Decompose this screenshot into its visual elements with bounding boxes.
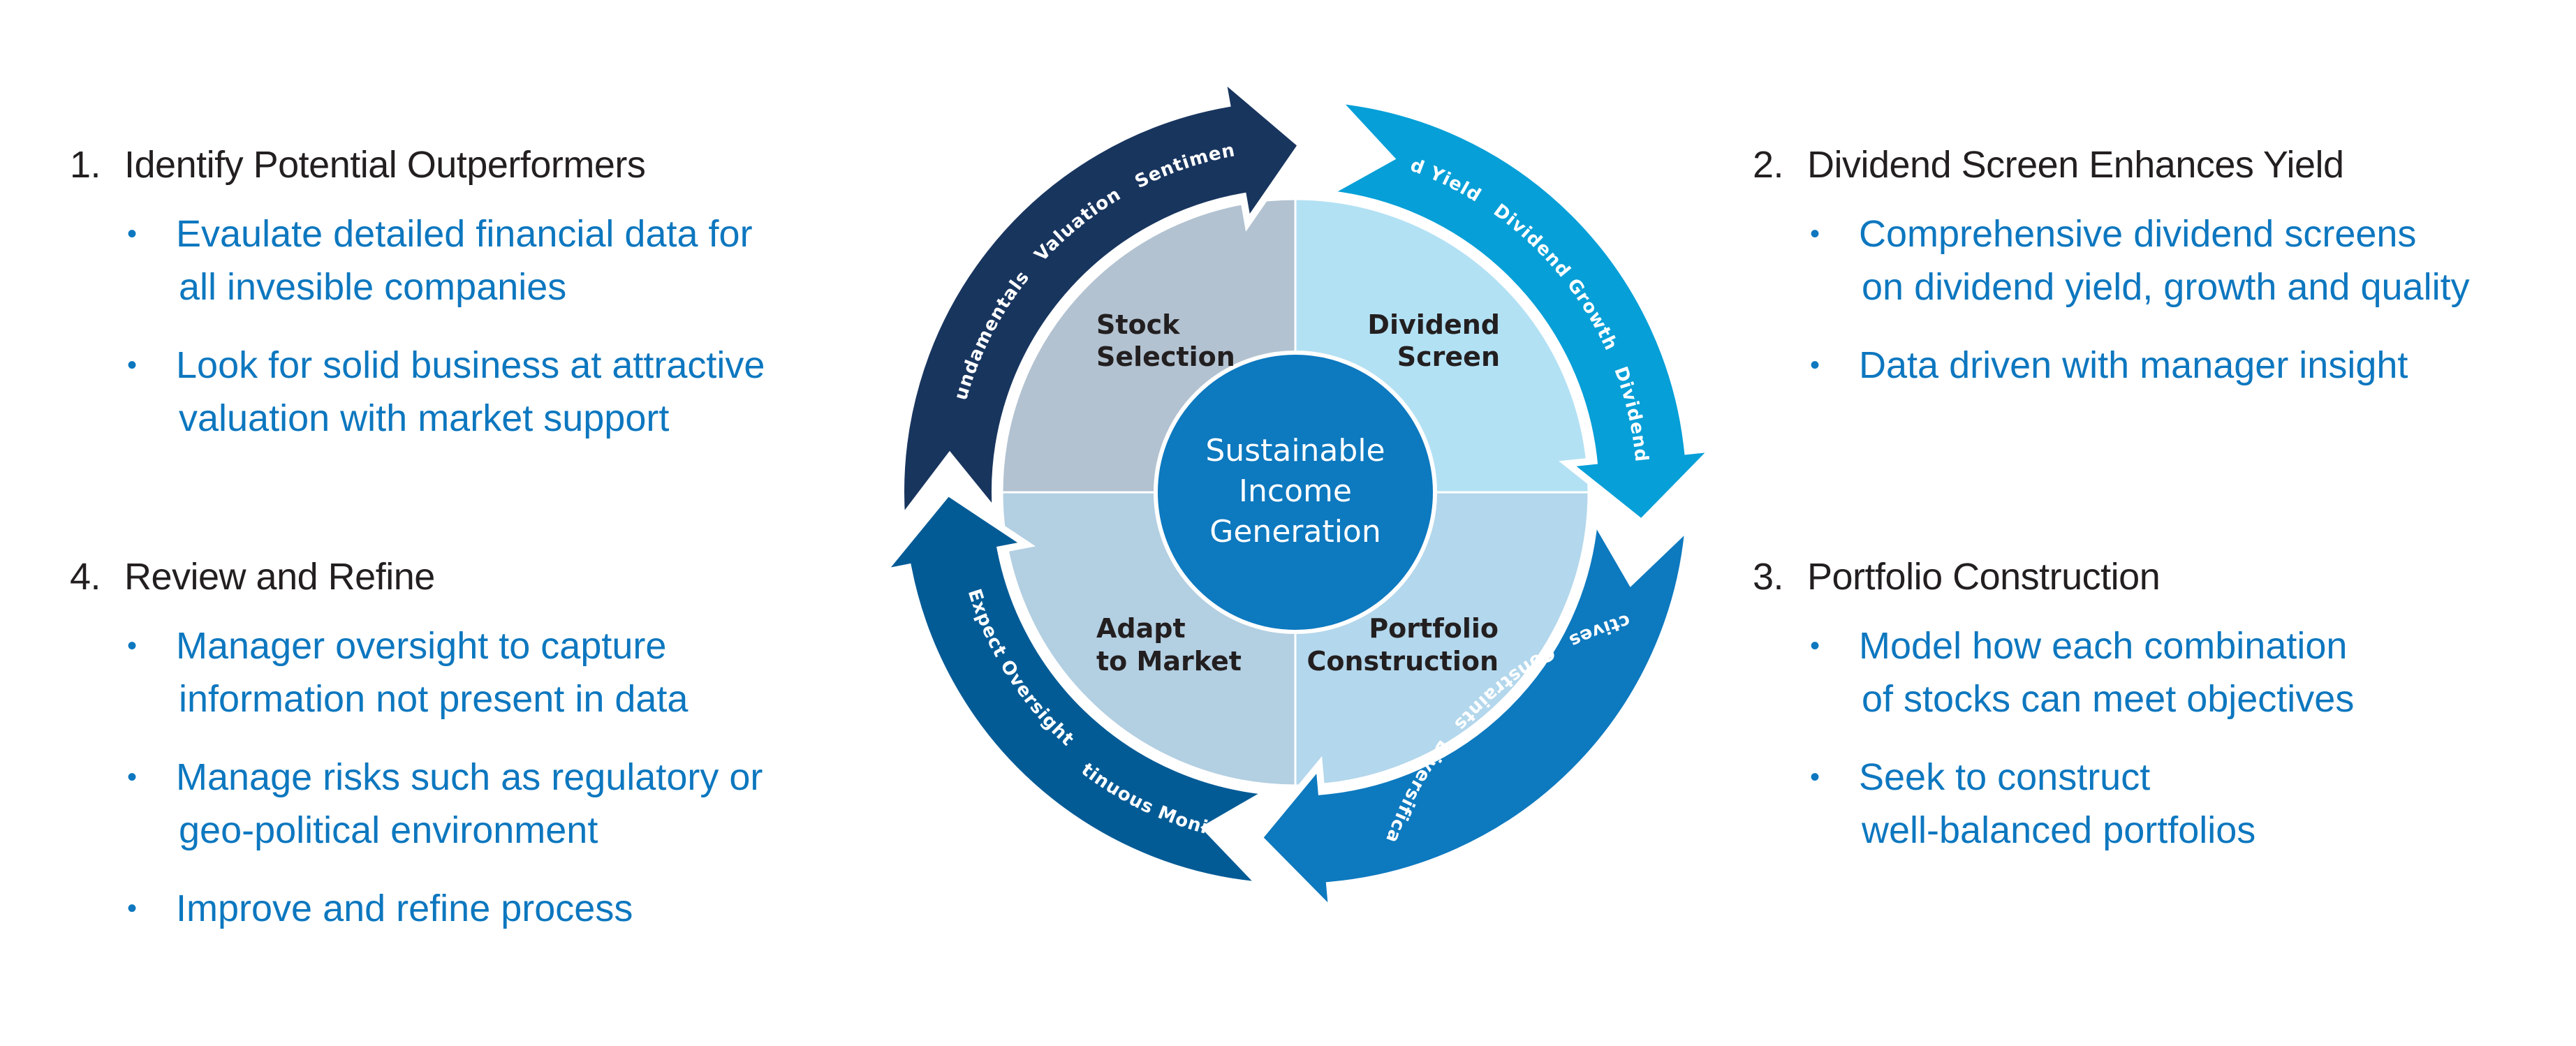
bullet-line: of stocks can meet objectives [1862, 678, 2355, 720]
step-2-title: 2. Dividend Screen Enhances Yield [1753, 143, 2470, 186]
bullet-line: Manager oversight to capture [176, 625, 667, 667]
bullet-line: Model how each combination [1859, 625, 2348, 667]
bullet-item: Seek to construct well-balanced portfolio… [1753, 751, 2354, 857]
quadrant-label-dividend-screen-line1: Dividend [1367, 309, 1500, 340]
bullet-line: Manage risks such as regulatory or [176, 756, 763, 798]
bullet-line: Evaulate detailed financial data for [176, 213, 753, 255]
step-1-bullets: Evaulate detailed financial data for all … [70, 207, 765, 445]
center-label-line1: Sustainable [1205, 433, 1385, 469]
bullet-item: Model how each combination of stocks can … [1753, 619, 2354, 725]
center-labels: Sustainable Income Generation [1205, 433, 1385, 550]
quadrant-label-adapt-line1: Adapt [1096, 613, 1186, 644]
step-number: 3. [1753, 556, 1784, 598]
quadrant-label-dividend-screen-line2: Screen [1397, 341, 1500, 372]
bullet-item: Data driven with manager insight [1753, 339, 2470, 392]
quadrant-label-adapt-line2: to Market [1096, 646, 1242, 677]
quadrant-labels: Stock Selection Dividend Screen Portfoli… [1096, 309, 1500, 677]
step-number: 1. [70, 144, 101, 186]
arrow-stock-selection [897, 68, 1307, 530]
bullet-line: all invesible companies [179, 266, 567, 308]
step-4-title: 4. Review and Refine [70, 555, 763, 598]
bullet-line: Seek to construct [1859, 756, 2151, 798]
step-3-title: 3. Portfolio Construction [1753, 555, 2354, 598]
step-number: 2. [1753, 144, 1784, 186]
arrow-dividend-screen [1315, 95, 1723, 528]
bullet-item: Manage risks such as regulatory or geo-po… [70, 751, 763, 857]
arrow-adapt-to-market [873, 487, 1281, 890]
step-4-panel: 4. Review and Refine Manager oversight to… [70, 555, 763, 935]
bullet-line: Comprehensive dividend screens [1859, 213, 2417, 255]
bullet-line: information not present in data [179, 678, 689, 720]
bullet-item: Comprehensive dividend screens on dividen… [1753, 207, 2470, 314]
bullet-line: Look for solid business at attractive [176, 344, 765, 386]
step-1-panel: 1. Identify Potential Outperformers Evaul… [70, 143, 765, 445]
step-2-panel: 2. Dividend Screen Enhances Yield Compreh… [1753, 143, 2470, 392]
bullet-line: valuation with market support [179, 397, 670, 439]
quadrant-label-stock-selection-line2: Selection [1096, 341, 1235, 372]
bullet-item: Manager oversight to capture information … [70, 619, 763, 725]
step-title-text: Identify Potential Outperformers [124, 144, 646, 186]
bullet-line: Data driven with manager insight [1859, 344, 2408, 386]
step-4-bullets: Manager oversight to capture information … [70, 619, 763, 935]
bullet-item: Look for solid business at attractive val… [70, 339, 765, 445]
step-3-panel: 3. Portfolio Construction Model how each … [1753, 555, 2354, 857]
bullet-line: geo-political environment [179, 809, 598, 851]
step-title-text: Dividend Screen Enhances Yield [1807, 144, 2344, 186]
bullet-line: on dividend yield, growth and quality [1862, 266, 2470, 308]
bullet-line: Improve and refine process [176, 887, 633, 929]
step-2-bullets: Comprehensive dividend screens on dividen… [1753, 207, 2470, 392]
center-label-line2: Income [1239, 473, 1352, 509]
step-3-bullets: Model how each combination of stocks can … [1753, 619, 2354, 857]
step-title-text: Review and Refine [124, 556, 435, 598]
bullet-line: well-balanced portfolios [1862, 809, 2256, 851]
step-title-text: Portfolio Construction [1807, 556, 2161, 598]
center-circle [1154, 351, 1437, 634]
arrow-portfolio-construction [1254, 507, 1693, 922]
ring-arrows [873, 68, 1723, 922]
quadrant-label-portfolio-line2: Construction [1307, 646, 1499, 677]
bullet-item: Evaulate detailed financial data for all … [70, 207, 765, 314]
step-1-title: 1. Identify Potential Outperformers [70, 143, 765, 186]
quadrant-label-portfolio-line1: Portfolio [1369, 613, 1499, 644]
bullet-item: Improve and refine process [70, 882, 763, 935]
center-label-line3: Generation [1209, 514, 1381, 550]
quadrant-label-stock-selection-line1: Stock [1096, 309, 1180, 340]
step-number: 4. [70, 556, 101, 598]
